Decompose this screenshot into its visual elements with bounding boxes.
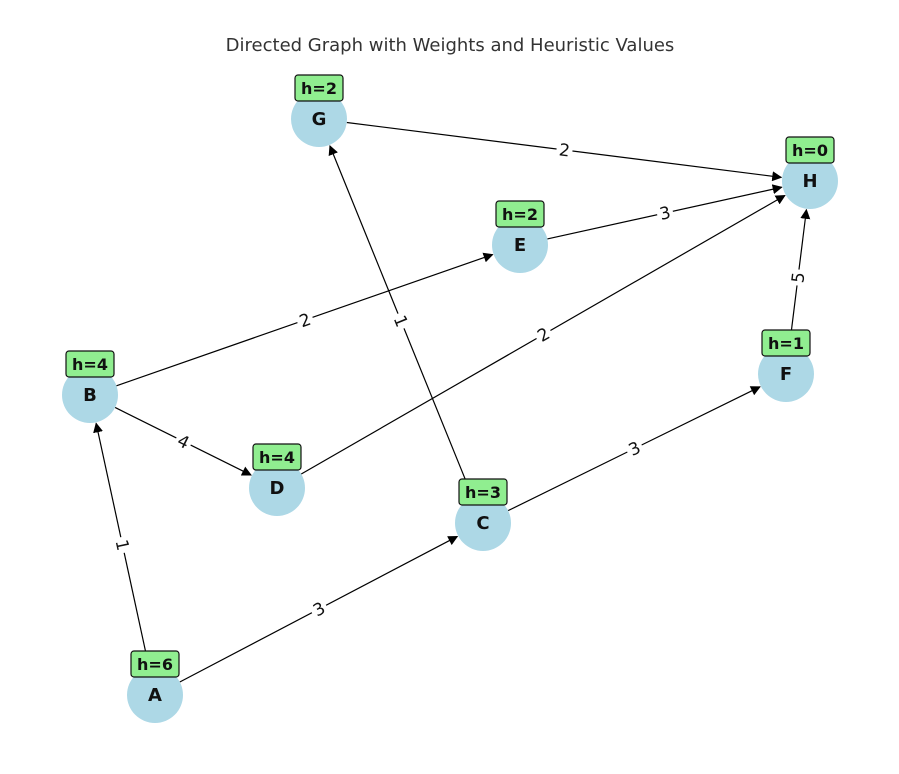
edge-weight-label: 2 [531, 320, 556, 349]
node-f[interactable]: Fh=1 [758, 329, 814, 402]
node-label: B [83, 385, 97, 406]
edge-weight-background [293, 306, 317, 334]
heuristic-value: h=6 [137, 655, 173, 674]
heuristic-badge [458, 478, 508, 506]
heuristic-badge [495, 200, 545, 228]
heuristic-value: h=2 [502, 205, 538, 224]
edge-weight-label: 2 [293, 306, 317, 334]
edge-weight-text: 1 [111, 538, 133, 553]
edge-weight-text: 5 [788, 271, 809, 284]
edge-weight-label: 4 [171, 428, 196, 455]
heuristic-value: h=4 [259, 448, 295, 467]
edge-a-b: 1 [93, 422, 150, 668]
node-circle [492, 217, 548, 273]
edge-weight-label: 3 [654, 200, 676, 226]
heuristic-badge [761, 329, 811, 357]
edge-weight-label: 3 [622, 435, 647, 462]
edge-weight-text: 2 [558, 140, 571, 161]
node-label: F [780, 364, 792, 385]
heuristic-value: h=4 [72, 355, 108, 374]
heuristic-value: h=1 [768, 334, 804, 353]
edge-weight-text: 3 [658, 203, 673, 225]
edge-weight-label: 5 [786, 268, 810, 287]
edge-weight-background [306, 595, 332, 623]
node-circle [455, 495, 511, 551]
node-h[interactable]: Hh=0 [782, 136, 838, 209]
heuristic-badge [252, 443, 302, 471]
heuristic-badge [65, 350, 115, 378]
node-circle [782, 153, 838, 209]
edge-c-f: 3 [507, 386, 761, 512]
edge-weight-label: 3 [306, 595, 332, 623]
edge-f-h: 5 [786, 208, 811, 347]
edge-weight-background [622, 435, 647, 462]
edges-layer: 1 3 4 2 1 3 2 3 5 2 [93, 121, 811, 683]
node-label: A [148, 685, 162, 706]
edge-weight-label: 2 [555, 138, 574, 162]
edge-b-e: 2 [116, 252, 494, 387]
heuristic-value: h=0 [792, 141, 828, 160]
node-e[interactable]: Eh=2 [492, 200, 548, 273]
heuristic-badge [785, 136, 835, 164]
node-circle [127, 667, 183, 723]
heuristic-badge [130, 650, 180, 678]
graph-title: Directed Graph with Weights and Heuristi… [226, 35, 675, 56]
edge-b-d: 4 [114, 406, 252, 476]
edge-a-c: 3 [179, 535, 459, 683]
node-circle [249, 460, 305, 516]
edge-g-h: 2 [346, 121, 783, 182]
node-b[interactable]: Bh=4 [62, 350, 118, 423]
heuristic-badge [294, 74, 344, 102]
node-c[interactable]: Ch=3 [455, 478, 511, 551]
node-d[interactable]: Dh=4 [249, 443, 305, 516]
heuristic-value: h=2 [301, 79, 337, 98]
node-label: C [476, 513, 489, 534]
edge-weight-background [654, 200, 676, 226]
node-circle [758, 346, 814, 402]
node-label: G [312, 109, 327, 130]
edge-e-h: 3 [547, 184, 783, 240]
edge-weight-background [786, 268, 810, 287]
edge-d-h: 2 [300, 194, 786, 475]
edge-weight-label: 1 [387, 309, 415, 333]
edge-weight-label: 1 [110, 534, 135, 556]
node-label: H [802, 171, 817, 192]
edge-weight-background [531, 320, 556, 349]
node-label: E [514, 235, 526, 256]
edge-weight-background [387, 309, 415, 333]
node-label: D [270, 478, 285, 499]
edge-weight-background [555, 138, 574, 162]
node-a[interactable]: Ah=6 [127, 650, 183, 723]
node-g[interactable]: Gh=2 [291, 74, 347, 147]
heuristic-value: h=3 [465, 483, 501, 502]
edge-c-g: 1 [328, 144, 474, 498]
node-circle [291, 91, 347, 147]
edge-weight-background [110, 534, 135, 556]
edge-weight-background [171, 428, 196, 455]
nodes-layer: Ah=6Bh=4Ch=3Dh=4Eh=2Fh=1Gh=2Hh=0 [62, 74, 838, 723]
node-circle [62, 367, 118, 423]
